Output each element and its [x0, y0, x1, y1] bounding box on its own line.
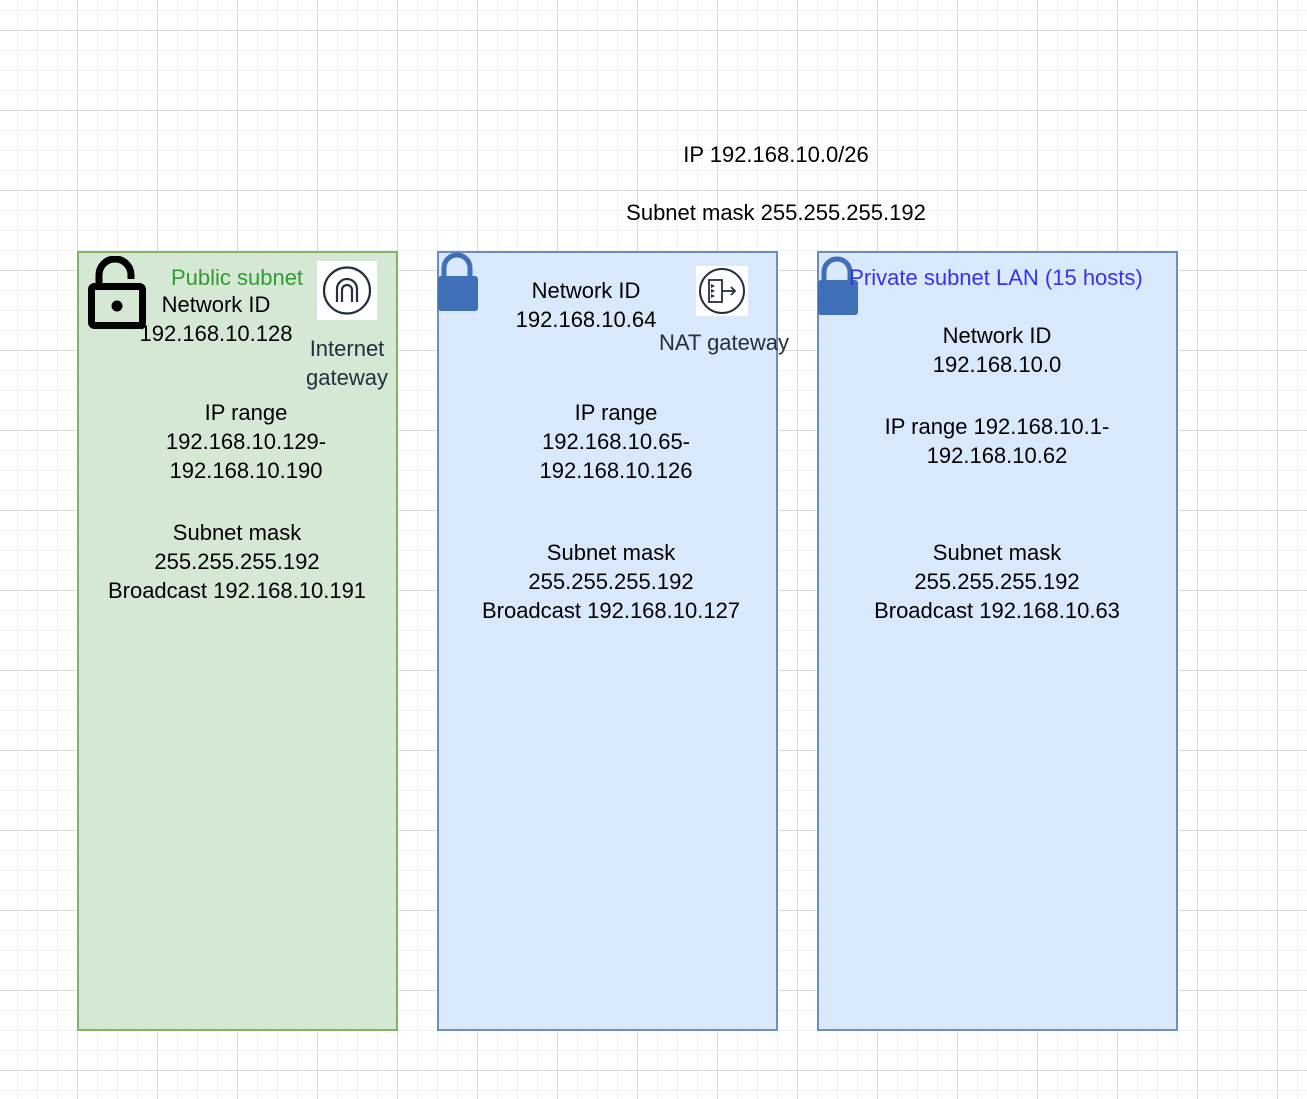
internet-gateway-label: Internet gateway: [306, 336, 388, 390]
nat-network-id: Network ID 192.168.10.64: [515, 278, 657, 332]
nat-subnet-box[interactable]: [437, 251, 778, 1031]
unlocked-padlock-icon[interactable]: [86, 256, 148, 330]
public-subnet-box[interactable]: [77, 251, 398, 1031]
network-header[interactable]: IP 192.168.10.0/26 Subnet mask 255.255.2…: [576, 111, 976, 256]
public-subnet-title: Public subnet: [170, 265, 304, 290]
nat-gateway-icon[interactable]: [696, 266, 748, 316]
public-mask-broadcast: Subnet mask 255.255.255.192 Broadcast 19…: [107, 520, 367, 603]
network-subnet-mask-label: Subnet mask 255.255.255.192: [626, 200, 926, 225]
internet-gateway-icon[interactable]: [317, 261, 377, 320]
nat-mask-broadcast: Subnet mask 255.255.255.192 Broadcast 19…: [481, 540, 741, 623]
network-ip-label: IP 192.168.10.0/26: [683, 142, 869, 167]
locked-padlock-icon[interactable]: [816, 254, 860, 316]
private-network-id: Network ID 192.168.10.0: [932, 323, 1062, 377]
private-subnet-box[interactable]: [817, 251, 1178, 1031]
private-subnet-title: Private subnet LAN (15 hosts): [849, 265, 1143, 290]
private-mask-broadcast: Subnet mask 255.255.255.192 Broadcast 19…: [874, 540, 1120, 623]
public-network-id: Network ID 192.168.10.128: [139, 292, 293, 346]
locked-padlock-icon[interactable]: [436, 250, 480, 312]
nat-ip-range: IP range 192.168.10.65- 192.168.10.126: [539, 400, 693, 483]
nat-gateway-label: NAT gateway: [658, 330, 790, 355]
public-ip-range: IP range 192.168.10.129- 192.168.10.190: [165, 400, 327, 483]
private-ip-range: IP range 192.168.10.1- 192.168.10.62: [884, 414, 1110, 468]
